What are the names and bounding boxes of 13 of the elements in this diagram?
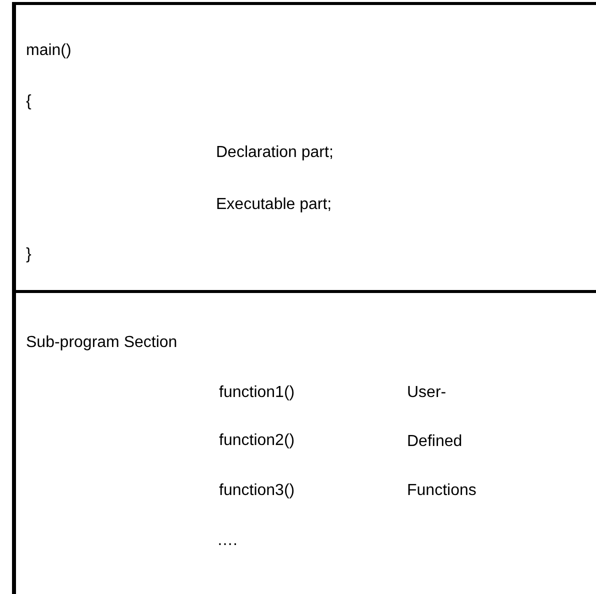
- code-line: {: [26, 92, 32, 112]
- code-line: User- Defined Functions: [407, 383, 478, 501]
- code-section-box: [12, 2, 596, 290]
- code-section-box: [12, 290, 596, 594]
- code-line: Declaration part;: [216, 143, 334, 163]
- code-line: function1(): [219, 383, 295, 403]
- code-line: Executable part;: [216, 195, 332, 215]
- code-line: Sub-program Section: [26, 333, 178, 353]
- code-line: }: [26, 245, 32, 265]
- code-line: function2(): [219, 431, 295, 451]
- code-line: ….: [217, 531, 238, 551]
- code-line: function3(): [219, 481, 295, 501]
- code-line: main(): [26, 41, 72, 61]
